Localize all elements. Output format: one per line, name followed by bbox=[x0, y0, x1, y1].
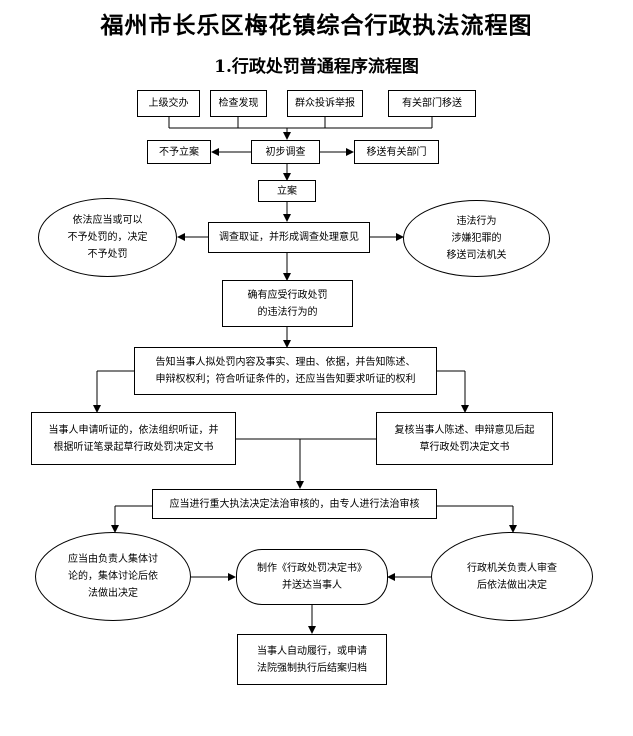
legal-review-box: 应当进行重大执法决定法治审核的，由专人进行法治审核 bbox=[152, 489, 437, 519]
no-case-box: 不予立案 bbox=[147, 140, 211, 164]
execute-archive-label: 当事人自动履行，或申请 法院强制执行后结案归档 bbox=[257, 645, 367, 674]
source-public-complaint-label: 群众投诉举报 bbox=[295, 98, 355, 109]
source-department-transfer-label: 有关部门移送 bbox=[402, 98, 462, 109]
legal-review-label: 应当进行重大执法决定法治审核的，由专人进行法治审核 bbox=[169, 498, 420, 510]
transfer-department-label: 移送有关部门 bbox=[366, 146, 427, 158]
execute-archive-box: 当事人自动履行，或申请 法院强制执行后结案归档 bbox=[237, 634, 387, 685]
confirm-violation-box: 确有应受行政处罚 的违法行为的 bbox=[222, 280, 353, 327]
source-department-transfer: 有关部门移送 bbox=[388, 90, 476, 117]
decision-box: 制作《行政处罚决定书》 并送达当事人 bbox=[236, 549, 388, 605]
head-review-ellipse: 行政机关负责人审查 后依法做出决定 bbox=[431, 532, 593, 621]
review-statement-label: 复核当事人陈述、申辩意见后起 草行政处罚决定文书 bbox=[394, 424, 535, 453]
investigate-label: 调查取证，并形成调查处理意见 bbox=[219, 232, 359, 243]
confirm-violation-label: 确有应受行政处罚 的违法行为的 bbox=[247, 289, 328, 318]
head-review-label: 行政机关负责人审查 后依法做出决定 bbox=[467, 562, 557, 591]
investigate-box: 调查取证，并形成调查处理意见 bbox=[208, 222, 370, 253]
page-subtitle: 1.行政处罚普通程序流程图 bbox=[214, 57, 419, 77]
initial-investigation-box: 初步调查 bbox=[251, 140, 320, 164]
collective-discussion-label: 应当由负责人集体讨 论的，集体讨论后依 法做出决定 bbox=[68, 554, 158, 599]
review-statement-box: 复核当事人陈述、申辩意见后起 草行政处罚决定文书 bbox=[376, 412, 553, 465]
source-inspection-label: 检查发现 bbox=[218, 98, 259, 109]
no-penalty-label: 依法应当或可以 不予处罚的，决定 不予处罚 bbox=[67, 215, 148, 260]
decision-label: 制作《行政处罚决定书》 并送达当事人 bbox=[257, 563, 367, 591]
no-case-label: 不予立案 bbox=[159, 146, 199, 158]
transfer-department-box: 移送有关部门 bbox=[354, 140, 439, 164]
notify-party-box: 告知当事人拟处罚内容及事实、理由、依据，并告知陈述、 申辩权权利；符合听证条件的… bbox=[134, 347, 437, 395]
criminal-transfer-label: 违法行为 涉嫌犯罪的 移送司法机关 bbox=[446, 216, 507, 261]
no-penalty-ellipse: 依法应当或可以 不予处罚的，决定 不予处罚 bbox=[38, 198, 177, 277]
file-case-label: 立案 bbox=[277, 185, 297, 197]
collective-discussion-ellipse: 应当由负责人集体讨 论的，集体讨论后依 法做出决定 bbox=[35, 532, 191, 621]
source-inspection: 检查发现 bbox=[210, 90, 267, 117]
source-superior-assigned: 上级交办 bbox=[137, 90, 200, 117]
notify-party-label: 告知当事人拟处罚内容及事实、理由、依据，并告知陈述、 申辩权权利；符合听证条件的… bbox=[155, 357, 416, 385]
hearing-label: 当事人申请听证的，依法组织听证，并 根据听证笔录起草行政处罚决定文书 bbox=[48, 424, 219, 453]
criminal-transfer-ellipse: 违法行为 涉嫌犯罪的 移送司法机关 bbox=[403, 200, 550, 277]
page-title: 福州市长乐区梅花镇综合行政执法流程图 bbox=[100, 12, 533, 39]
source-public-complaint: 群众投诉举报 bbox=[287, 90, 363, 117]
initial-investigation-label: 初步调查 bbox=[265, 146, 306, 158]
hearing-box: 当事人申请听证的，依法组织听证，并 根据听证笔录起草行政处罚决定文书 bbox=[31, 412, 236, 465]
file-case-box: 立案 bbox=[258, 180, 316, 202]
source-superior-assigned-label: 上级交办 bbox=[148, 98, 189, 109]
